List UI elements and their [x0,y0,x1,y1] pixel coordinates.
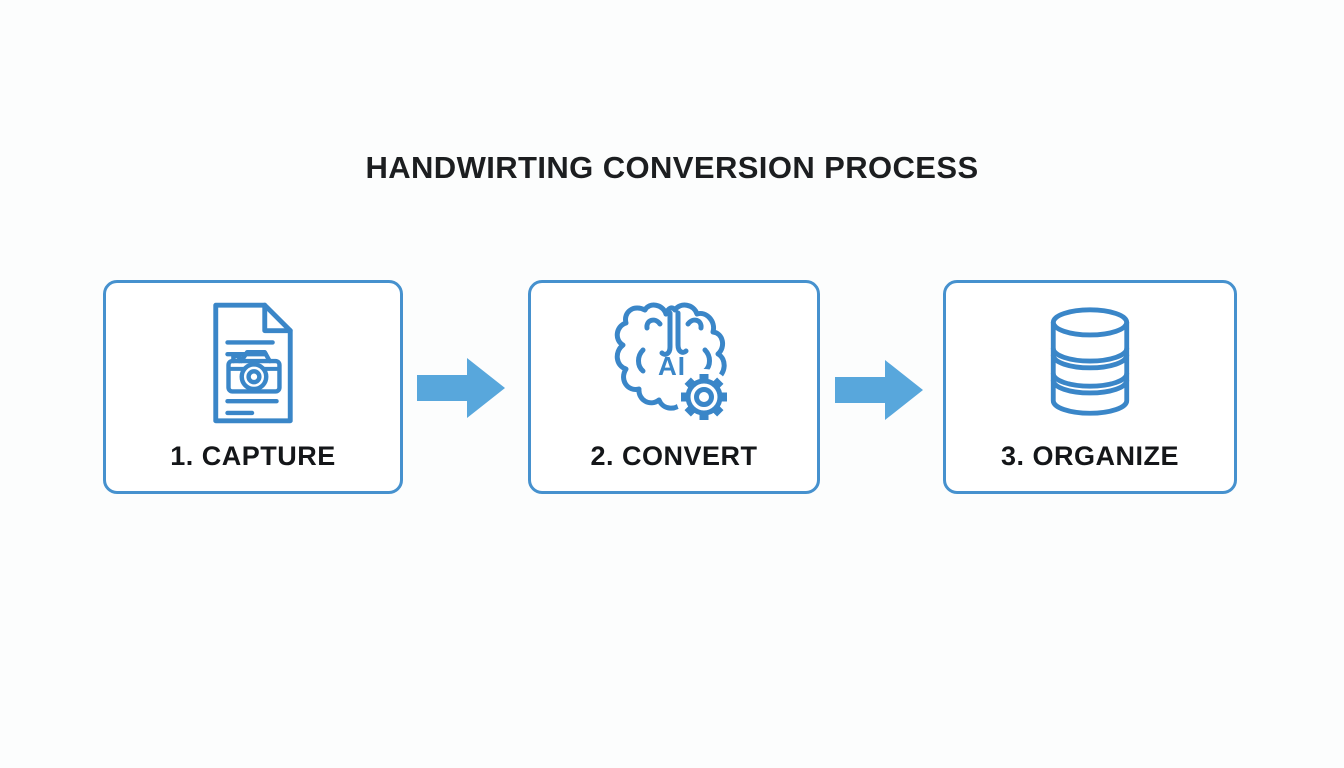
step-label-organize: 3. ORGANIZE [1000,441,1180,471]
document-camera-icon [204,297,302,429]
step-label-convert: 2. CONVERT [590,441,758,471]
step-box-convert: AI 2. CONVERT [528,280,820,494]
database-icon [1046,297,1134,429]
step-label-capture: 1. CAPTURE [170,441,336,471]
brain-ai-gear-icon: AI [613,297,735,429]
step-box-capture: 1. CAPTURE [103,280,403,494]
arrow-right-icon [417,358,505,418]
step-box-organize: 3. ORGANIZE [943,280,1237,494]
ai-label: AI [658,351,686,381]
arrow-right-icon [835,360,923,420]
diagram-title: HANDWIRTING CONVERSION PROCESS [365,150,979,185]
